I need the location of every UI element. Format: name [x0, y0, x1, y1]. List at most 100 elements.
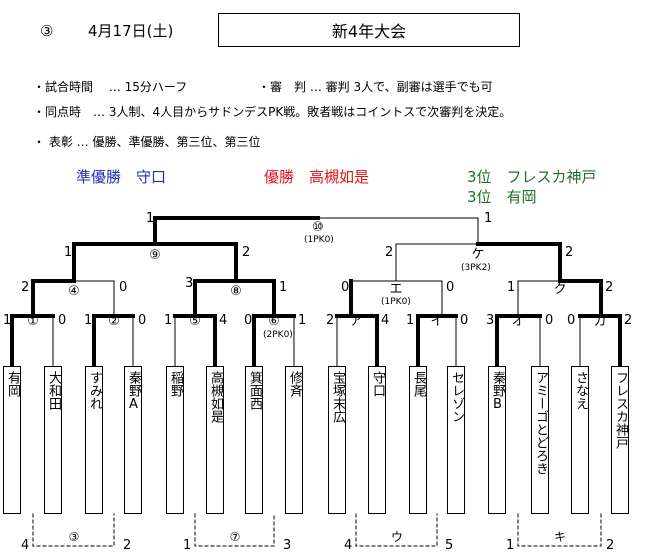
team-name: 高槻如是 — [208, 371, 223, 423]
match-label: エ — [389, 282, 403, 297]
team-name: フレスカ神戸 — [613, 371, 628, 449]
team-name: 宝塚末広 — [330, 371, 345, 423]
match-label: ⑩ — [312, 220, 324, 235]
team-name: 稲野 — [168, 371, 183, 397]
match-score: 0 — [446, 280, 455, 295]
team-box: 高槻如是 — [206, 366, 224, 514]
team-box: 修斉 — [285, 366, 303, 514]
team-box: 大和田 — [44, 366, 62, 514]
third-place-result-2: 3位 有岡 — [467, 188, 537, 206]
consolation-score: 5 — [445, 538, 454, 553]
match-score: 0 — [341, 280, 350, 295]
pk-score: (1PK0) — [304, 235, 334, 245]
team-box: 守口 — [368, 366, 386, 514]
match-score: 2 — [242, 245, 251, 260]
match-score: 1 — [64, 245, 73, 260]
match-score: 0 — [138, 313, 147, 328]
team-name: 箕面西 — [247, 371, 262, 410]
match-score: 1 — [279, 280, 288, 295]
match-score: 0 — [567, 313, 576, 328]
match-label: オ — [511, 314, 525, 329]
consolation-score: 2 — [606, 538, 615, 553]
match-score: 1 — [507, 280, 516, 295]
match-score: 1 — [146, 211, 155, 226]
header-number: ③ — [40, 22, 54, 40]
consolation-score: 4 — [21, 538, 30, 553]
match-score: 2 — [624, 313, 633, 328]
consolation-label: ⑦ — [229, 530, 241, 544]
consolation-label: キ — [553, 530, 566, 544]
match-score: 1 — [484, 211, 493, 226]
team-name: 秦野B — [490, 371, 505, 412]
match-score: 1 — [3, 313, 12, 328]
runner-up-result: 準優勝 守口 — [76, 168, 167, 186]
match-label: カ — [593, 314, 607, 329]
match-label: ② — [108, 314, 120, 329]
team-name: 守口 — [370, 371, 385, 397]
team-box: さなえ — [571, 366, 589, 514]
match-score: 0 — [58, 313, 67, 328]
consolation-score: 2 — [123, 538, 132, 553]
team-box: 秦野B — [488, 366, 506, 514]
consolation-score: 3 — [283, 538, 292, 553]
team-box: 宝塚末広 — [328, 366, 346, 514]
team-name: 秦野A — [126, 371, 141, 412]
consolation-score: 4 — [344, 538, 353, 553]
team-box: 長尾 — [409, 366, 427, 514]
match-label: ケ — [471, 247, 485, 262]
consolation-label: ウ — [390, 530, 403, 544]
team-box: 箕面西 — [245, 366, 263, 514]
match-score: 3 — [185, 276, 194, 291]
match-score: 1 — [84, 313, 93, 328]
pk-score: (2PK0) — [263, 330, 293, 340]
rule-awards: ・ 表彰 … 優勝、準優勝、第三位、第三位 — [33, 135, 261, 149]
third-place-result-1: 3位 フレスカ神戸 — [467, 168, 597, 186]
consolation-score: 1 — [183, 538, 192, 553]
match-label: ⑧ — [230, 284, 242, 299]
tournament-title: 新4年大会 — [218, 13, 520, 47]
team-name: セレゾン — [449, 371, 464, 423]
match-score: 2 — [385, 245, 394, 260]
match-score: 1 — [406, 313, 415, 328]
match-label: ア — [349, 314, 363, 329]
team-name: さなえ — [573, 371, 588, 410]
match-score: 2 — [605, 280, 614, 295]
match-label: ⑥ — [268, 314, 280, 329]
champion-result: 優勝 高槻如是 — [264, 168, 370, 186]
rule-tiebreak: ・同点時 … 3人制、4人目からサドンデスPK戦。敗者戦はコイントスで次審判を決… — [33, 105, 512, 119]
pk-score: (1PK0) — [381, 297, 411, 307]
match-score: 0 — [119, 280, 128, 295]
team-name: すみれ — [87, 371, 102, 410]
team-box: 稲野 — [166, 366, 184, 514]
pk-score: (3PK2) — [461, 263, 491, 273]
team-box: セレゾン — [447, 366, 465, 514]
rule-referee: ・審 判 … 審判 3人で、副審は選手でも可 — [258, 80, 493, 94]
match-score: 2 — [326, 313, 335, 328]
team-box: フレスカ神戸 — [611, 366, 629, 514]
team-box: 有岡 — [3, 366, 21, 514]
match-score: 3 — [486, 313, 495, 328]
match-score: 0 — [545, 313, 554, 328]
team-box: すみれ — [85, 366, 103, 514]
team-name: 修斉 — [287, 371, 302, 397]
team-name: アミーゴとどろき — [533, 371, 548, 475]
match-label: ⑨ — [149, 248, 161, 263]
team-name: 長尾 — [411, 371, 426, 397]
match-score: 4 — [219, 313, 228, 328]
team-box: 秦野A — [124, 366, 142, 514]
tournament-title-text: 新4年大会 — [331, 22, 407, 41]
team-box: アミーゴとどろき — [531, 366, 549, 514]
match-score: 4 — [381, 313, 390, 328]
match-label: ク — [553, 282, 567, 297]
match-score: 2 — [21, 280, 30, 295]
match-label: ④ — [68, 284, 80, 299]
consolation-score: 1 — [506, 538, 515, 553]
team-name: 有岡 — [5, 371, 20, 397]
match-score: 0 — [244, 313, 253, 328]
match-score: 0 — [460, 313, 469, 328]
header-date: 4月17日(土) — [88, 22, 174, 40]
match-label: ⑤ — [189, 314, 201, 329]
rule-duration: ・試合時間 … 15分ハーフ — [33, 80, 188, 94]
match-score: 1 — [298, 313, 307, 328]
